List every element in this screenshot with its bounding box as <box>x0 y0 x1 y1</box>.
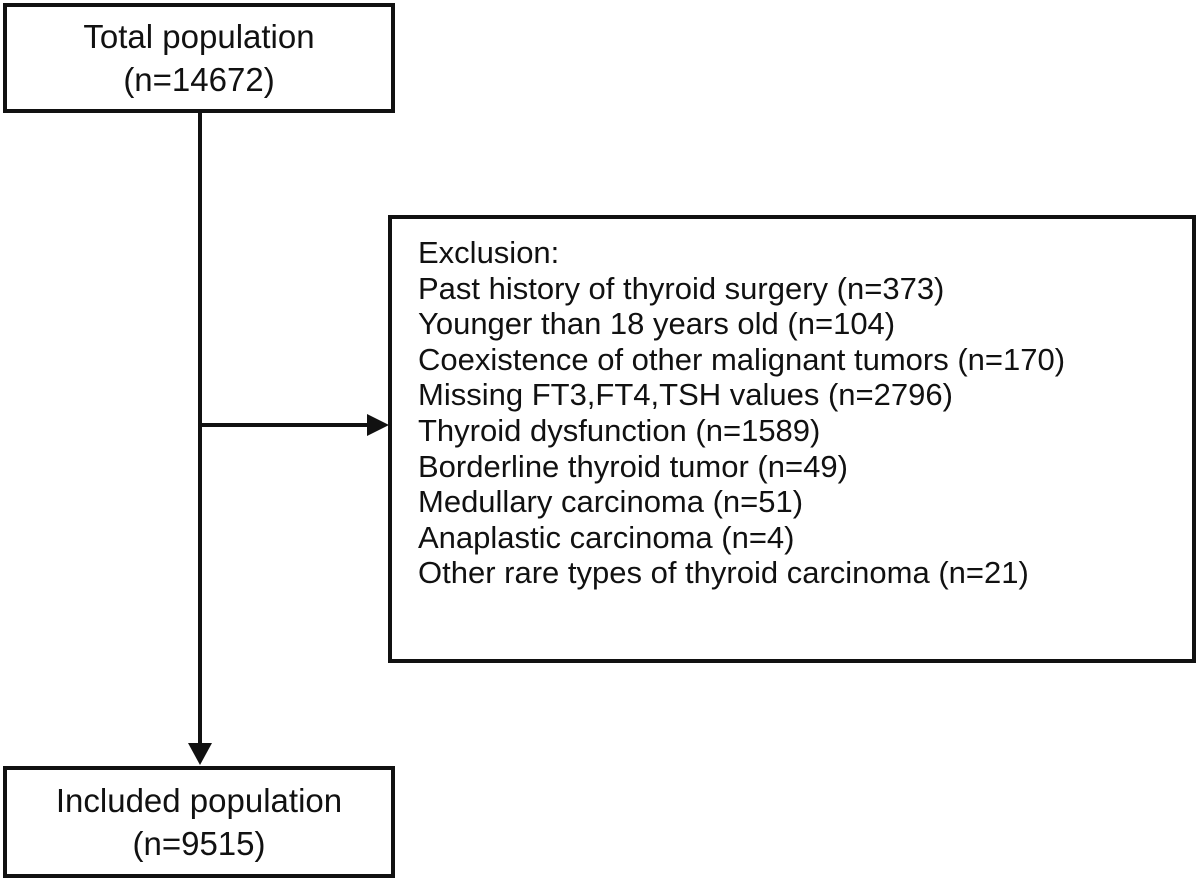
included-population-label: Included population <box>55 782 343 819</box>
exclusion-item: Thyroid dysfunction (n=1589) <box>418 412 821 448</box>
exclusion-item: Anaplastic carcinoma (n=4) <box>418 519 795 555</box>
exclusion-item: Past history of thyroid surgery (n=373) <box>418 270 945 306</box>
total-population-count: (n=14672) <box>123 61 275 98</box>
down-arrowhead <box>188 743 212 765</box>
exclusion-item: Medullary carcinoma (n=51) <box>418 484 804 520</box>
exclusion-item: Younger than 18 years old (n=104) <box>418 306 896 342</box>
included-population-box: Included population (n=9515) <box>3 766 395 878</box>
exclusion-heading: Exclusion: <box>418 235 560 270</box>
total-population-box: Total population (n=14672) <box>3 3 395 113</box>
exclusion-item: Coexistence of other malignant tumors (n… <box>418 341 1066 377</box>
right-arrowhead <box>367 414 389 436</box>
exclusion-item: Missing FT3,FT4,TSH values (n=2796) <box>418 377 953 413</box>
exclusion-item: Borderline thyroid tumor (n=49) <box>418 448 848 484</box>
total-population-label: Total population <box>83 18 315 55</box>
exclusion-item: Other rare types of thyroid carcinoma (n… <box>418 555 1029 591</box>
included-population-count: (n=9515) <box>132 825 266 862</box>
exclusion-box: Exclusion: Past history of thyroid surge… <box>388 215 1196 663</box>
